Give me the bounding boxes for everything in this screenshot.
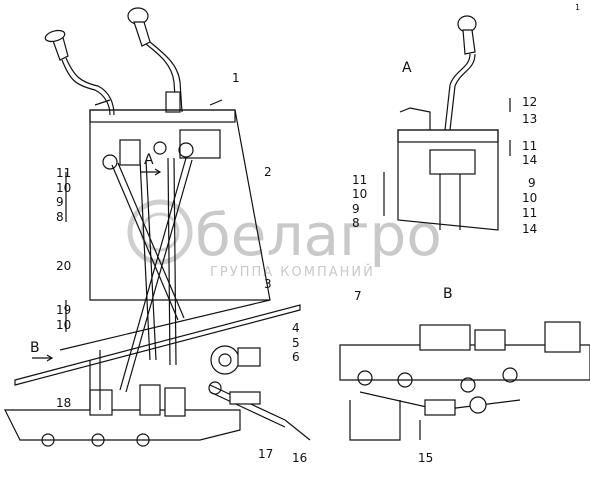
callout-right-11: 11 — [522, 139, 537, 153]
callout-right-12: 12 — [522, 95, 537, 109]
callout-16: 16 — [292, 451, 307, 465]
callout-6: 6 — [292, 350, 300, 364]
callout-right-13: 13 — [522, 112, 537, 126]
callout-2: 2 — [264, 165, 272, 179]
callout-left-19: 19 — [56, 303, 71, 317]
callout-right-14: 14 — [522, 153, 537, 167]
callout-mid-10: 10 — [352, 187, 367, 201]
callout-left-9: 9 — [56, 195, 64, 209]
watermark-subtitle: ГРУППА КОМПАНИЙ — [210, 264, 375, 280]
callout-left-11: 11 — [56, 166, 71, 180]
view-a-title: A — [402, 60, 412, 76]
view-a-arrow-label: A — [144, 152, 154, 168]
view-b-title: B — [443, 286, 453, 302]
callout-mid-9: 9 — [352, 202, 360, 216]
gear-lever-left — [44, 29, 115, 116]
callout-7: 7 — [354, 289, 362, 303]
callout-5: 5 — [292, 336, 300, 350]
callout-1: 1 — [232, 71, 240, 85]
cover-top-plate — [89, 109, 236, 123]
view-b-detail — [339, 321, 590, 441]
callout-20: 20 — [56, 259, 71, 273]
callout-4: 4 — [292, 321, 300, 335]
callout-left-8: 8 — [56, 210, 64, 224]
part-number: 1 — [575, 3, 580, 12]
labels: 1 A B A B 1 2 3 4 5 6 7 15 16 17 18 20 1… — [30, 3, 580, 465]
callout-mid-11: 11 — [352, 173, 367, 187]
gearbox-base — [4, 350, 241, 447]
callout-right-9: 9 — [528, 176, 536, 190]
callout-left-10b: 10 — [56, 318, 71, 332]
floor-plate — [14, 304, 301, 386]
gear-lever-center — [127, 7, 183, 113]
lower-linkage — [208, 345, 311, 441]
view-b-arrow-label: B — [30, 340, 40, 356]
callout-right-11b: 11 — [522, 206, 537, 220]
callout-mid-8: 8 — [352, 216, 360, 230]
callout-right-14b: 14 — [522, 222, 537, 236]
callout-18: 18 — [56, 396, 71, 410]
callout-right-10: 10 — [522, 191, 537, 205]
callout-17: 17 — [258, 447, 273, 461]
view-a-detail — [383, 15, 511, 231]
main-assembly — [4, 7, 311, 447]
top-mechanism — [102, 129, 221, 170]
callout-15: 15 — [418, 451, 433, 465]
callout-3: 3 — [264, 277, 272, 291]
callout-left-10: 10 — [56, 181, 71, 195]
